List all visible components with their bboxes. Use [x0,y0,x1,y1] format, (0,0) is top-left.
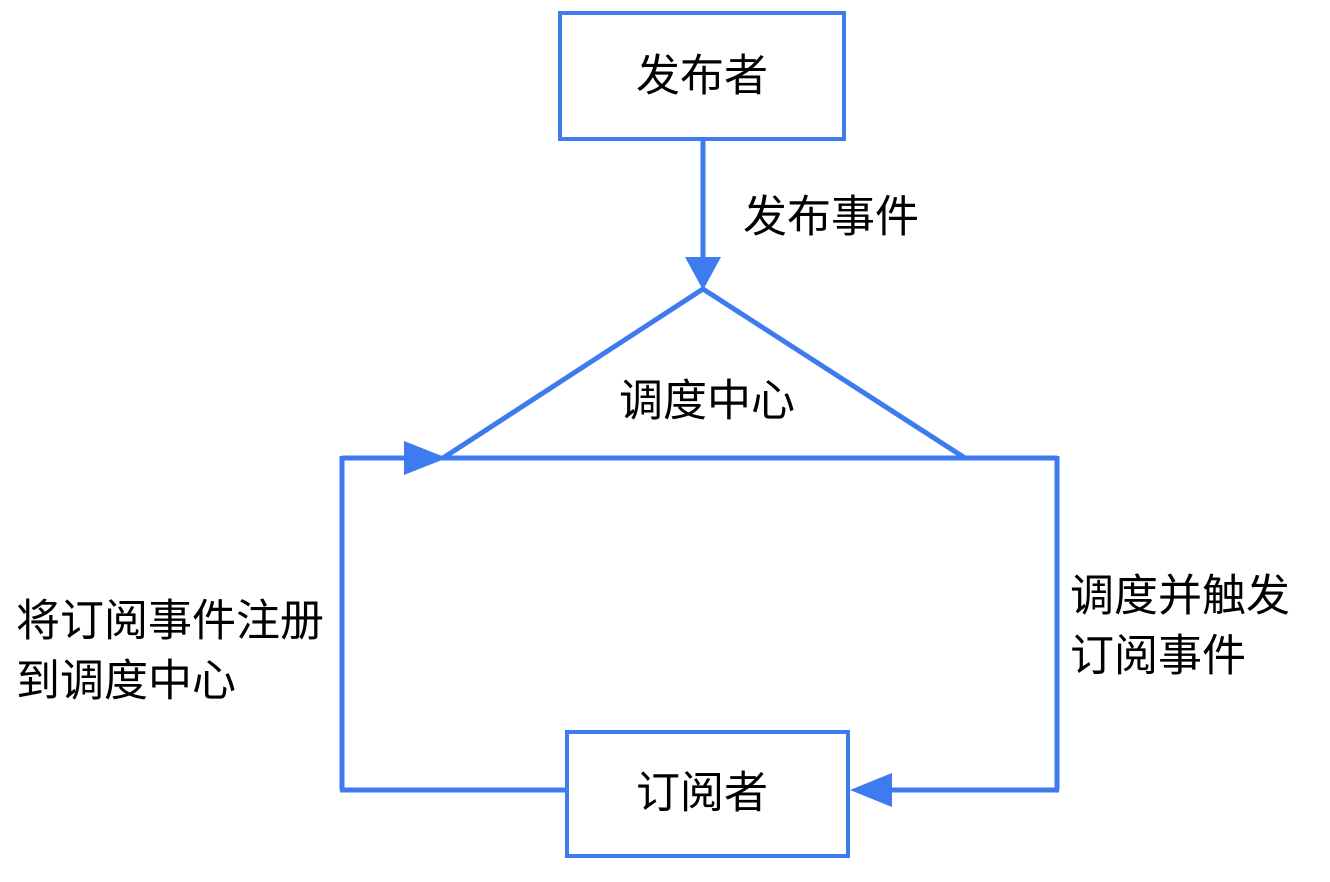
dispatch-trigger-label-line1: 调度并触发 [1070,572,1290,621]
publish-event-label: 发布事件 [743,193,919,242]
dispatch-center-label: 调度中心 [619,377,795,426]
subscriber-node [565,730,850,858]
publisher-node [558,11,846,141]
dispatch-triangle-left-edge [441,286,705,461]
register-arrowhead [404,441,447,475]
publisher-label: 发布者 [636,52,768,101]
register-label-line1: 将订阅事件注册 [16,597,324,646]
dispatch-trigger-arrowhead [850,773,892,807]
publish-event-arrowhead [685,257,721,290]
subscriber-label: 订阅者 [636,769,768,818]
dispatch-trigger-label-line2: 订阅事件 [1070,632,1246,681]
register-label-line2: 到调度中心 [16,657,236,706]
dispatch-triangle-right-edge [701,286,967,461]
